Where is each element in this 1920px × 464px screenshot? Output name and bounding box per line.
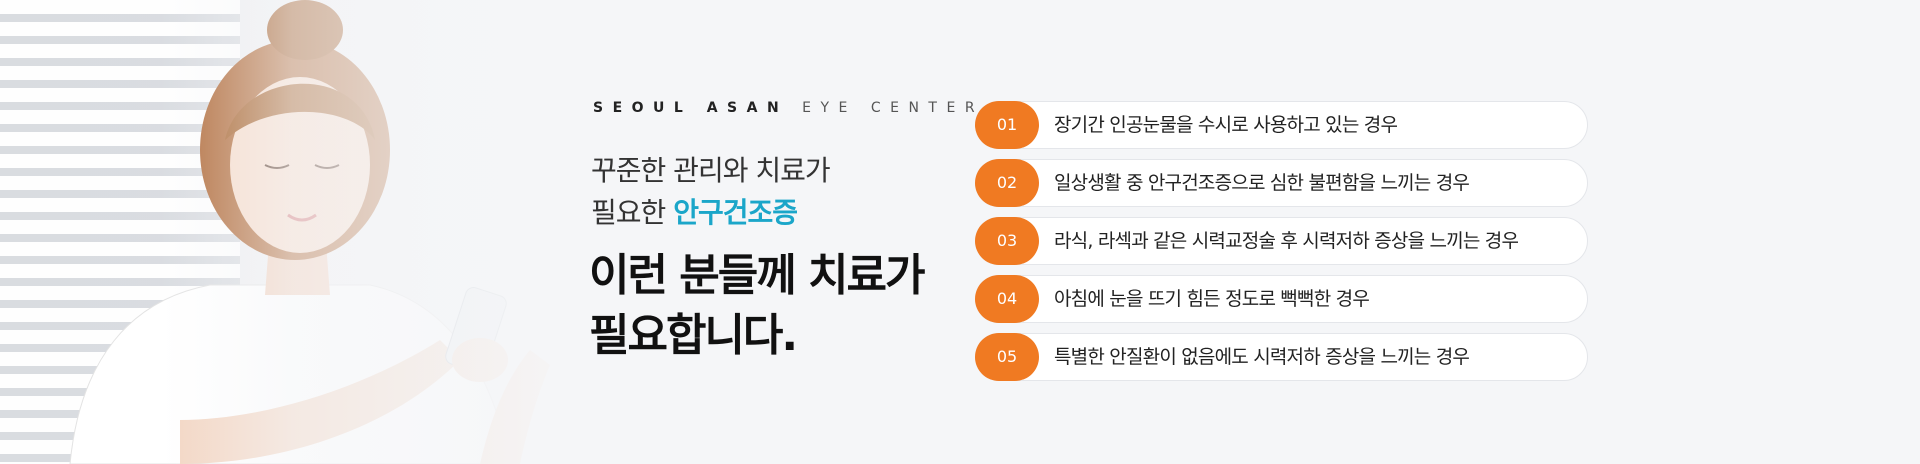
list-item-number: 01 [975, 101, 1039, 149]
list-item-text: 라식, 라섹과 같은 시력교정술 후 시력저하 증상을 느끼는 경우 [1054, 230, 1519, 252]
headline-line-2: 필요합니다. [589, 310, 798, 361]
list-item: 05 특별한 안질환이 없음에도 시력저하 증상을 느끼는 경우 [975, 333, 1588, 381]
list-item-number: 03 [975, 217, 1039, 265]
subtitle-line-2: 필요한 안구건조증 [591, 192, 830, 234]
list-item-number: 04 [975, 275, 1039, 323]
list-item: 03 라식, 라섹과 같은 시력교정술 후 시력저하 증상을 느끼는 경우 [975, 217, 1588, 265]
list-item-text: 장기간 인공눈물을 수시로 사용하고 있는 경우 [1054, 114, 1398, 136]
list-item: 04 아침에 눈을 뜨기 힘든 정도로 뻑뻑한 경우 [975, 275, 1588, 323]
photo-fade-overlay [160, 0, 600, 464]
brand-primary: SEOUL ASAN [593, 100, 789, 116]
list-item-text: 일상생활 중 안구건조증으로 심한 불편함을 느끼는 경우 [1054, 172, 1470, 194]
list-item-number: 05 [975, 333, 1039, 381]
brand-secondary: EYE CENTER [802, 100, 985, 116]
list-item: 01 장기간 인공눈물을 수시로 사용하고 있는 경우 [975, 101, 1588, 149]
brand-line: SEOUL ASAN EYE CENTER [593, 100, 984, 116]
list-item-text: 특별한 안질환이 없음에도 시력저하 증상을 느끼는 경우 [1054, 346, 1470, 368]
headline-line-1: 이런 분들께 치료가 [589, 250, 925, 301]
list-item-text: 아침에 눈을 뜨기 힘든 정도로 뻑뻑한 경우 [1054, 288, 1370, 310]
subtitle-line-1: 꾸준한 관리와 치료가 [591, 154, 831, 187]
list-item: 02 일상생활 중 안구건조증으로 심한 불편함을 느끼는 경우 [975, 159, 1588, 207]
hero-photo [0, 0, 600, 464]
subtitle-line-2-prefix: 필요한 [591, 196, 666, 229]
subtitle: 꾸준한 관리와 치료가 필요한 안구건조증 [591, 150, 831, 234]
list-item-number: 02 [975, 159, 1039, 207]
symptom-list: 01 장기간 인공눈물을 수시로 사용하고 있는 경우 02 일상생활 중 안구… [975, 101, 1588, 391]
headline: 이런 분들께 치료가 필요합니다. [589, 246, 925, 366]
subtitle-accent: 안구건조증 [673, 196, 798, 229]
